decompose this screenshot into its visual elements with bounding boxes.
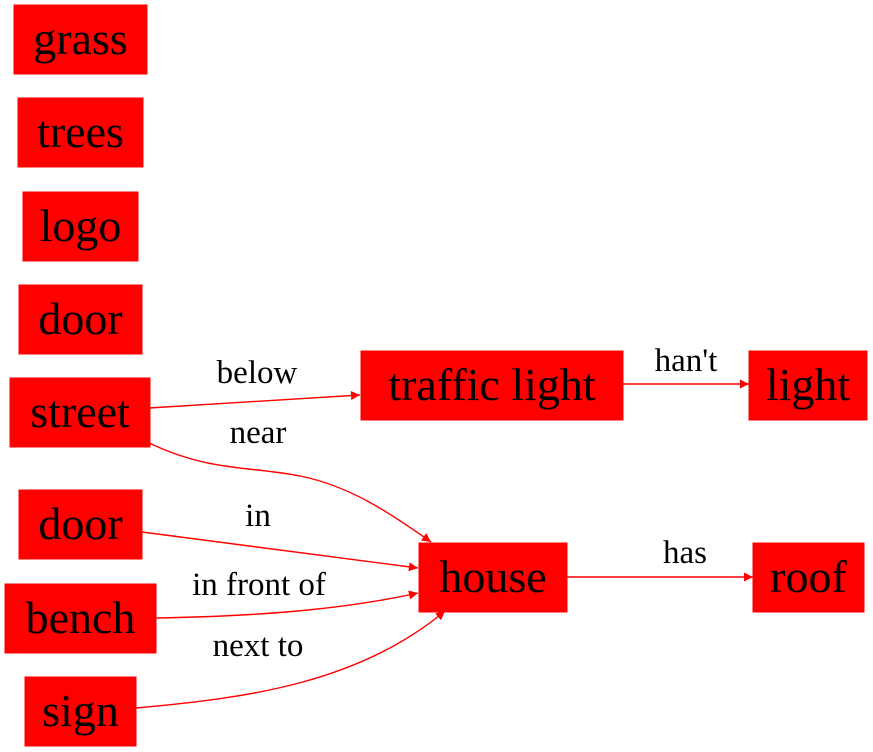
node-label-street: street bbox=[30, 386, 130, 437]
edge-line bbox=[148, 442, 432, 543]
edge-label-below: below bbox=[217, 355, 298, 391]
node-box bbox=[17, 97, 144, 168]
edge-label-hant: han't bbox=[655, 343, 718, 379]
node-box bbox=[4, 583, 157, 654]
edge-street-near-house: near bbox=[148, 415, 432, 543]
node-box bbox=[22, 191, 139, 262]
edge-label-in-front-of: in front of bbox=[192, 567, 326, 603]
node-street: street bbox=[9, 377, 151, 448]
node-label-door: door bbox=[38, 498, 122, 549]
edge-line bbox=[141, 531, 419, 572]
edge-bench-in-front-of-house: in front of bbox=[155, 567, 419, 619]
node-box bbox=[9, 377, 151, 448]
node-label-grass: grass bbox=[33, 13, 128, 64]
node-label-light: light bbox=[766, 359, 851, 410]
edge-line bbox=[148, 391, 361, 409]
node-house: house bbox=[418, 542, 568, 613]
node-label-trees: trees bbox=[37, 106, 124, 157]
node-door-1: door bbox=[18, 284, 143, 355]
edge-label-near: near bbox=[230, 415, 287, 451]
node-label-roof: roof bbox=[770, 551, 847, 602]
edge-line bbox=[155, 590, 419, 619]
edge-street-below-traffic-light: below bbox=[148, 355, 361, 409]
node-label-logo: logo bbox=[40, 200, 122, 251]
edge-traffic-light-hant-light: han't bbox=[623, 343, 749, 389]
node-bench: bench bbox=[4, 583, 157, 654]
node-grass: grass bbox=[13, 4, 148, 75]
node-roof: roof bbox=[752, 542, 865, 613]
node-logo: logo bbox=[22, 191, 139, 262]
edge-label-next-to: next to bbox=[213, 628, 304, 664]
node-box bbox=[24, 676, 137, 747]
node-label-sign: sign bbox=[42, 685, 119, 736]
node-box bbox=[418, 542, 568, 613]
node-box bbox=[18, 489, 143, 560]
node-box bbox=[360, 350, 624, 421]
edge-label-in: in bbox=[245, 498, 271, 534]
node-traffic-light: traffic light bbox=[360, 350, 624, 421]
edge-line bbox=[135, 610, 446, 709]
node-label-house: house bbox=[439, 551, 546, 602]
node-label-door: door bbox=[38, 293, 122, 344]
node-box bbox=[13, 4, 148, 75]
edge-house-has-roof: has bbox=[567, 535, 753, 582]
node-box bbox=[748, 350, 868, 421]
edge-label-has: has bbox=[663, 535, 707, 571]
node-trees: trees bbox=[17, 97, 144, 168]
node-label-bench: bench bbox=[26, 592, 136, 643]
edge-door-in-house: in bbox=[141, 498, 419, 572]
node-door-2: door bbox=[18, 489, 143, 560]
node-sign: sign bbox=[24, 676, 137, 747]
node-box bbox=[752, 542, 865, 613]
node-light: light bbox=[748, 350, 868, 421]
node-box bbox=[18, 284, 143, 355]
node-label-traffic-light: traffic light bbox=[388, 359, 596, 410]
edge-sign-next-to-house: next to bbox=[135, 610, 446, 709]
